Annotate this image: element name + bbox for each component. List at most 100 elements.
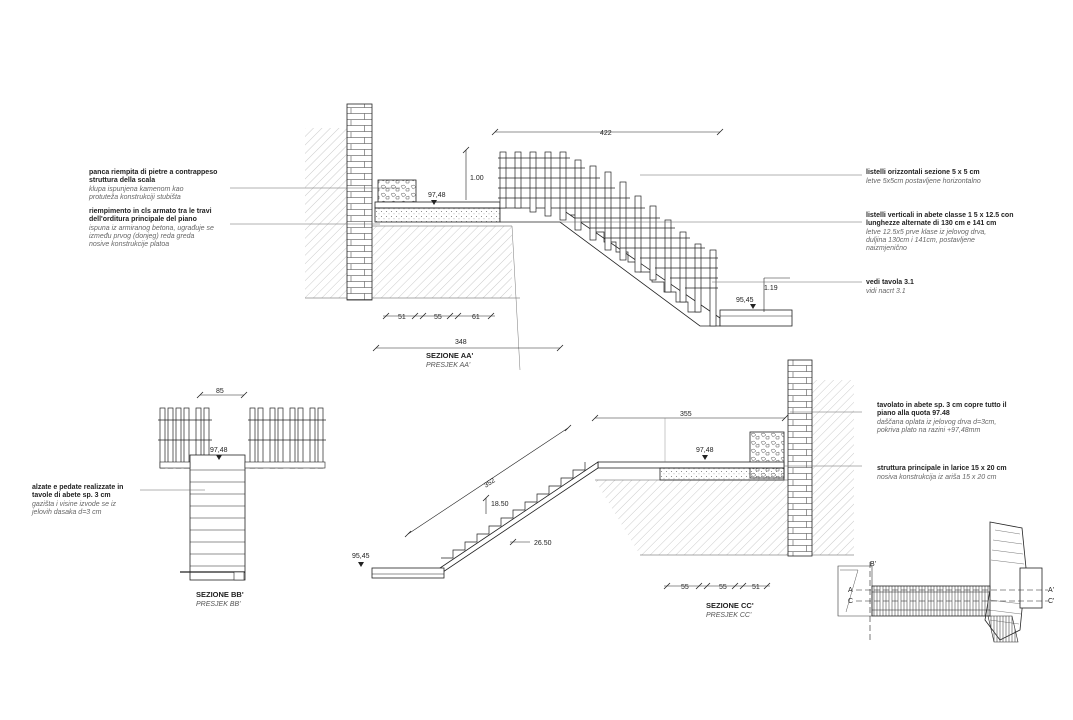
railing-horizontals-aa <box>498 157 718 289</box>
deck-board-aa <box>374 201 501 209</box>
svg-text:piano alla quota 97.48: piano alla quota 97.48 <box>877 410 950 417</box>
stair-stringer-cc <box>439 461 599 575</box>
svg-text:lunghezze alternate di 130 cm: lunghezze alternate di 130 cm e 141 cm <box>866 220 996 227</box>
section-aa-title: SEZIONE AA' <box>426 351 474 360</box>
note-cc-2-it-1: nosiva konstrukcija iz ariša 15 x 20 cm <box>877 474 997 481</box>
plan-label-c2: C' <box>1048 598 1054 605</box>
section-aa-drawing: 422 1.00 97,48 1.19 95,45 51 55 61 348 S… <box>230 103 862 371</box>
dim-51-aa: 51 <box>398 314 406 321</box>
svg-text:struttura della scala: struttura della scala <box>89 177 155 184</box>
notes-cc: tavolato in abete sp. 3 cm copre tutto i… <box>876 402 1007 481</box>
svg-text:gazišta i visine izvode se iz: gazišta i visine izvode se iz <box>32 501 117 508</box>
note-aa-1-it-2: protuteža konstrukciji stubišta <box>88 194 181 201</box>
dim-18-50: 18.50 <box>491 501 509 508</box>
svg-text:dell'orditura principale del p: dell'orditura principale del piano <box>89 216 197 223</box>
svg-text:nosiva konstrukcija iz ariša 1: nosiva konstrukcija iz ariša 15 x 20 cm <box>877 474 997 481</box>
dim-55b-cc: 55 <box>719 584 727 591</box>
section-cc-subtitle: PRESJEK CC' <box>706 612 752 619</box>
svg-text:naizmjenično: naizmjenično <box>866 245 907 252</box>
note-aa-1-it-1: klupa ispunjena kamenom kao <box>89 186 184 193</box>
svg-text:panca riempita di pietre a con: panca riempita di pietre a contrappeso <box>89 169 217 176</box>
plan-label-b: B' <box>870 561 876 568</box>
section-aa-subtitle: PRESJEK AA' <box>426 362 471 369</box>
dim-1-19: 1.19 <box>764 285 778 292</box>
svg-text:pokriva plato na razini +97,48: pokriva plato na razini +97,48mm <box>876 427 980 434</box>
dim-1-00: 1.00 <box>470 175 484 182</box>
note-cc-1-bold-2: piano alla quota 97.48 <box>877 410 950 417</box>
deck-board-cc <box>597 461 785 469</box>
note-aa-2-it-1: ispuna iz armiranog betona, ugrađuje se <box>89 225 214 232</box>
note-aa-3-it-1: letve 5x5cm postavljene horizontalno <box>866 178 981 185</box>
note-aa-4-bold-2: lunghezze alternate di 130 cm e 141 cm <box>866 220 996 227</box>
brick-column-aa <box>346 103 373 301</box>
note-bb-it-2: jelovih dasaka d=3 cm <box>31 509 102 516</box>
svg-text:alzate e pedate realizzate in: alzate e pedate realizzate in <box>32 484 123 491</box>
dim-352: 352 <box>483 477 497 489</box>
svg-text:jelovih dasaka d=3 cm: jelovih dasaka d=3 cm <box>31 509 102 516</box>
note-aa-4-it-1: letve 12.5x5 prve klase iz jelovog drva, <box>866 229 986 236</box>
dim-422: 422 <box>600 130 612 137</box>
svg-text:ispuna iz armiranog betona, ug: ispuna iz armiranog betona, ugrađuje se <box>89 225 214 232</box>
note-aa-1-bold-1: panca riempita di pietre a contrappeso <box>89 169 217 176</box>
lower-landing-aa <box>719 309 793 327</box>
dim-85: 85 <box>216 388 224 395</box>
svg-text:tavole di abete sp. 3 cm: tavole di abete sp. 3 cm <box>32 492 111 499</box>
plan-side-stair <box>987 615 1019 643</box>
railing-bb-left <box>158 407 212 469</box>
level-95-45-aa: 95,45 <box>736 297 754 304</box>
ground-hatch-cc <box>595 480 790 555</box>
svg-text:listelli verticali in abete cl: listelli verticali in abete classe 1 5 x… <box>866 212 1013 219</box>
deck-fill-aa <box>374 207 501 223</box>
plan-column <box>1019 567 1043 609</box>
note-cc-1-it-1: daščana oplata iz jelovog drva d=3cm, <box>877 419 996 426</box>
note-cc-1-it-2: pokriva plato na razini +97,48mm <box>876 427 980 434</box>
brick-column-cc <box>787 359 813 557</box>
leaders-aa <box>230 174 862 283</box>
ground-hatch <box>305 128 347 298</box>
section-bb-title: SEZIONE BB' <box>196 590 244 599</box>
svg-text:klupa ispunjena kamenom kao: klupa ispunjena kamenom kao <box>89 186 184 193</box>
lower-landing-cc <box>371 567 445 579</box>
svg-text:riempimento in cls armato tra: riempimento in cls armato tra le travi <box>89 208 212 215</box>
note-aa-2-bold-1: riempimento in cls armato tra le travi <box>89 208 212 215</box>
dim-348: 348 <box>455 339 467 346</box>
svg-text:protuteža konstrukciji stubišt: protuteža konstrukciji stubišta <box>88 194 181 201</box>
note-cc-2-bold-1: struttura principale in larice 15 x 20 c… <box>877 465 1007 472</box>
svg-text:struttura principale in larice: struttura principale in larice 15 x 20 c… <box>877 465 1007 472</box>
section-bb-subtitle: PRESJEK BB' <box>196 601 241 608</box>
stair-treads-bb <box>190 469 245 567</box>
dim-55a-cc: 55 <box>681 584 689 591</box>
ground-hatch-cc-right <box>812 380 854 555</box>
note-aa-2-it-3: nosive konstrukcije platoa <box>89 241 169 248</box>
note-aa-4-it-3: naizmjenično <box>866 245 907 252</box>
svg-text:tavolato in abete sp. 3 cm cop: tavolato in abete sp. 3 cm copre tutto i… <box>877 402 1007 409</box>
note-bb-it-1: gazišta i visine izvode se iz <box>32 501 117 508</box>
note-bb-bold-2: tavole di abete sp. 3 cm <box>32 492 111 499</box>
plan-label-a: A <box>848 587 853 594</box>
note-aa-5-bold-1: vedi tavola 3.1 <box>866 279 914 286</box>
note-cc-1-bold-1: tavolato in abete sp. 3 cm copre tutto i… <box>877 402 1007 409</box>
note-aa-5-it-1: vidi nacrt 3.1 <box>866 288 906 295</box>
svg-text:daščana oplata iz jelovog drva: daščana oplata iz jelovog drva d=3cm, <box>877 419 996 426</box>
dim-61-aa: 61 <box>472 314 480 321</box>
notes-bb: alzate e pedate realizzate in tavole di … <box>31 484 123 516</box>
note-aa-2-bold-2: dell'orditura principale del piano <box>89 216 197 223</box>
svg-text:letve 12.5x5 prve klase iz jel: letve 12.5x5 prve klase iz jelovog drva, <box>866 229 986 236</box>
note-aa-3-bold-1: listelli orizzontali sezione 5 x 5 cm <box>866 169 980 176</box>
level-95-45-cc: 95,45 <box>352 553 370 560</box>
svg-text:nosive konstrukcije platoa: nosive konstrukcije platoa <box>89 241 169 248</box>
svg-text:između prvog (donjeg) reda gre: između prvog (donjeg) reda greda <box>89 233 195 240</box>
stone-bench-aa <box>377 179 417 203</box>
level-97-48-aa: 97,48 <box>428 192 446 199</box>
dim-51-cc: 51 <box>752 584 760 591</box>
svg-text:listelli orizzontali sezione: listelli orizzontali sezione 5 x 5 cm <box>866 169 980 176</box>
svg-text:letve 5x5cm postavljene horizo: letve 5x5cm postavljene horizontalno <box>866 178 981 185</box>
level-97-48-bb: 97,48 <box>210 447 228 454</box>
note-aa-1-bold-2: struttura della scala <box>89 177 155 184</box>
svg-text:vidi nacrt 3.1: vidi nacrt 3.1 <box>866 288 906 295</box>
plan-label-c: C <box>848 598 853 605</box>
ground-hatch-deck <box>372 226 512 298</box>
section-cc-title: SEZIONE CC' <box>706 601 754 610</box>
dim-355: 355 <box>680 411 692 418</box>
